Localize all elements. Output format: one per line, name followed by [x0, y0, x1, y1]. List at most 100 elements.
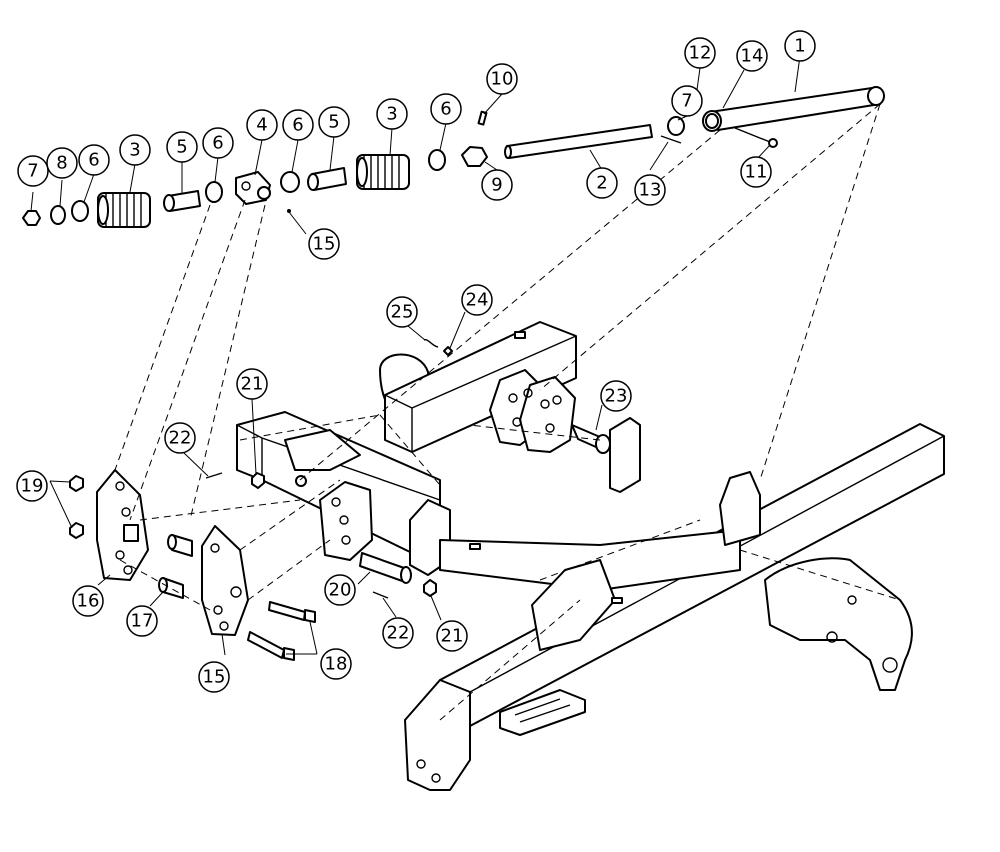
nut-part-21-upper [251, 472, 265, 489]
callout-15: 15 [308, 228, 340, 260]
callout-circle [736, 40, 768, 72]
callout-11: 11 [740, 156, 772, 188]
callout-label: 17 [131, 611, 154, 632]
callout-label: 19 [21, 476, 44, 497]
callout-3: 3 [119, 134, 151, 166]
plate-part-15 [201, 525, 249, 636]
callout-label: 23 [605, 386, 628, 407]
callout-label: 12 [689, 43, 712, 64]
callout-label: 24 [466, 290, 489, 311]
callout-circle [202, 127, 234, 159]
nut-part-9 [461, 146, 488, 167]
washer-part-6-d [428, 149, 446, 171]
callout-22: 22 [382, 617, 414, 649]
callout-label: 7 [27, 161, 38, 182]
pin-part-15-dot [287, 209, 291, 213]
pin-part-23 [571, 424, 611, 454]
callout-circle [430, 93, 462, 125]
callout-circle [236, 368, 268, 400]
sleeve-part-5-left [163, 190, 201, 212]
side-plates [69, 469, 316, 661]
callout-8: 8 [46, 147, 78, 179]
callout-label: 15 [313, 234, 336, 255]
callout-5: 5 [318, 106, 350, 138]
callout-circle [684, 37, 716, 69]
pin-part-10 [477, 110, 488, 126]
spring-part-3-right [356, 154, 410, 190]
callout-circle [282, 109, 314, 141]
callout-label: 6 [440, 99, 451, 120]
spacer-part-17-upper [167, 534, 193, 557]
nut-part-7-left [22, 210, 41, 226]
washer-part-6-a [71, 200, 89, 222]
callout-24: 24 [461, 284, 493, 316]
callout-3: 3 [376, 98, 408, 130]
callout-2: 2 [586, 167, 618, 199]
callout-circle [17, 155, 49, 187]
callout-circle [72, 585, 104, 617]
callout-label: 3 [386, 104, 397, 125]
callout-label: 7 [681, 91, 692, 112]
front-leg [404, 679, 471, 791]
pin-part-20 [359, 552, 412, 584]
callout-label: 5 [328, 112, 339, 133]
washer-part-6-c [280, 171, 300, 193]
frame-assembly [236, 321, 945, 791]
callout-label: 21 [441, 626, 464, 647]
callout-circle [16, 470, 48, 502]
callout-circle [382, 617, 414, 649]
crossbar [439, 529, 741, 591]
upper-frame-tube [384, 321, 577, 453]
clevis-part-4 [235, 171, 271, 205]
callout-14: 14 [736, 40, 768, 72]
callout-label: 10 [491, 69, 514, 90]
bottom-slot-bracket [499, 689, 586, 736]
center-hinge-plates [489, 369, 576, 453]
callout-16: 16 [72, 585, 104, 617]
callout-circle [436, 620, 468, 652]
callout-label: 22 [387, 623, 410, 644]
pin-part-13 [660, 135, 682, 144]
callout-12: 12 [684, 37, 716, 69]
callout-20: 20 [324, 574, 356, 606]
callout-circle [126, 605, 158, 637]
rod-part-2 [504, 124, 653, 159]
nut-part-19-lower [69, 522, 84, 539]
callout-label: 18 [325, 654, 348, 675]
callout-circle [376, 98, 408, 130]
callout-17: 17 [126, 605, 158, 637]
callout-10: 10 [486, 63, 518, 95]
spacer-part-17-lower [158, 577, 184, 599]
callout-6: 6 [78, 144, 110, 176]
callout-6: 6 [202, 127, 234, 159]
callout-circle [586, 167, 618, 199]
callout-circle [481, 169, 513, 201]
callout-circle [246, 109, 278, 141]
nut-part-21-lower [423, 579, 437, 597]
callout-25: 25 [386, 296, 418, 328]
callout-label: 6 [88, 150, 99, 171]
leader-lines [30, 55, 801, 656]
right-upright-bracket [609, 417, 641, 493]
callout-19: 19 [16, 470, 48, 502]
pin-part-25 [423, 339, 439, 348]
sleeve-part-5-right [307, 167, 347, 191]
bolt-part-18-upper [268, 601, 316, 623]
callout-22: 22 [164, 422, 196, 454]
callout-13: 13 [634, 174, 666, 206]
bushing-part-14 [705, 113, 719, 129]
callout-label: 15 [203, 667, 226, 688]
nut-part-24 [443, 346, 453, 356]
callout-7: 7 [17, 155, 49, 187]
callout-9: 9 [481, 169, 513, 201]
callout-label: 8 [56, 153, 67, 174]
callout-6: 6 [282, 109, 314, 141]
callout-1: 1 [784, 30, 816, 62]
tube-part-1 [702, 86, 885, 132]
nut-part-7-right [667, 116, 685, 136]
callout-circle [198, 661, 230, 693]
callout-circle [119, 134, 151, 166]
callout-label: 16 [77, 591, 100, 612]
nut-part-8 [50, 205, 66, 225]
callout-circle [740, 156, 772, 188]
